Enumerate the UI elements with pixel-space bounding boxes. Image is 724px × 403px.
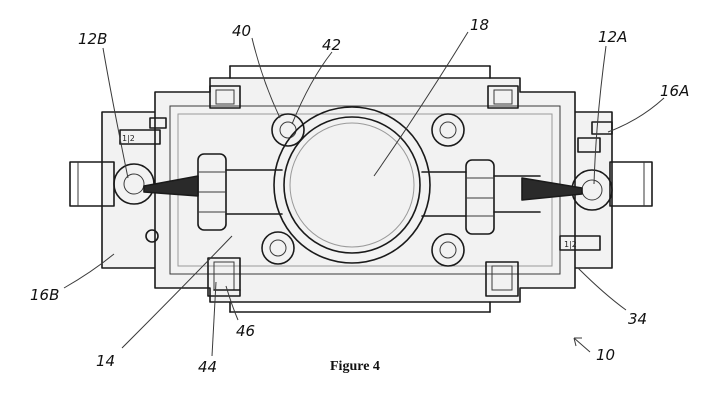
label-12B: 12B xyxy=(78,30,107,48)
label-12A: 12A xyxy=(598,28,627,46)
screw-bosses xyxy=(261,113,465,267)
label-46: 46 xyxy=(236,322,255,340)
label-14: 14 xyxy=(96,352,115,370)
svg-text:1|2: 1|2 xyxy=(564,240,577,249)
label-42: 42 xyxy=(322,36,341,54)
label-40: 40 xyxy=(232,22,251,40)
label-10: 10 xyxy=(596,346,615,364)
reference-labels: 12B 40 42 18 12A 16A 16B 14 44 46 34 10 xyxy=(30,16,689,376)
central-meter xyxy=(273,106,431,264)
label-44: 44 xyxy=(198,358,217,376)
housing xyxy=(101,65,613,313)
figure-caption: Figure 4 xyxy=(330,359,380,374)
leader-lines xyxy=(63,31,665,357)
pipe-run xyxy=(69,153,653,235)
valve-12A: 1|2 xyxy=(521,121,613,251)
label-16B: 16B xyxy=(30,286,59,304)
svg-text:1|2: 1|2 xyxy=(122,134,135,143)
label-34: 34 xyxy=(628,310,647,328)
label-18: 18 xyxy=(470,16,489,34)
label-16A: 16A xyxy=(660,82,689,100)
valve-12B: 1|2 xyxy=(113,117,199,243)
